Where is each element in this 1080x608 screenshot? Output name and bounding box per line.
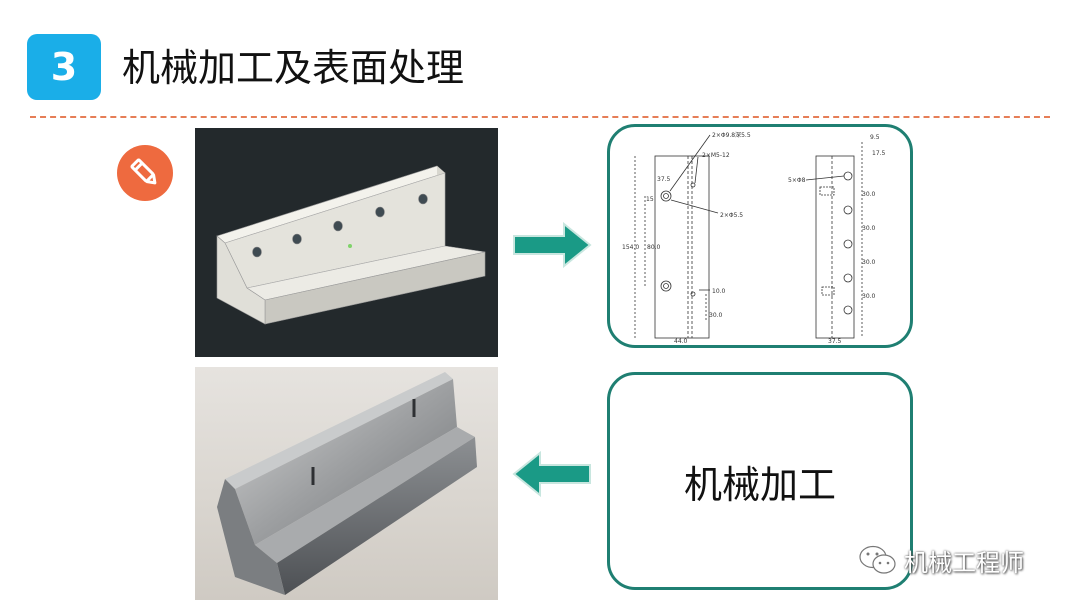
machined-part-render xyxy=(217,372,477,595)
page-title: 机械加工及表面处理 xyxy=(122,46,465,90)
dim-80: 80.0 xyxy=(647,244,661,251)
dim-37-5-side: 37.5 xyxy=(828,338,842,345)
title-divider xyxy=(30,116,1050,118)
engineering-drawing-panel: 2×Φ9.8深5.5 2×M5-12 2×Φ5.5 5×Φ8 37.5 15 1… xyxy=(607,124,913,348)
cad-model-image xyxy=(195,128,498,357)
arrow-right-icon xyxy=(513,222,592,268)
machined-part-photo xyxy=(195,367,498,600)
dim-44: 44.0 xyxy=(674,338,688,345)
dim-9-5: 9.5 xyxy=(870,134,880,141)
arrow-left-icon xyxy=(512,451,591,497)
watermark-text: 机械工程师 xyxy=(904,548,1024,577)
wechat-icon xyxy=(859,545,896,574)
cad-model-render xyxy=(216,165,486,325)
dim-30-a: 30.0 xyxy=(862,191,876,198)
dim-15: 15 xyxy=(646,196,654,203)
dim-30-c: 30.0 xyxy=(862,259,876,266)
dim-through-hole: 2×Φ5.5 xyxy=(720,212,743,219)
pencil-icon xyxy=(130,158,157,185)
process-label: 机械加工 xyxy=(683,462,836,507)
dim-30-front: 30.0 xyxy=(709,312,723,319)
engineering-drawing: 2×Φ9.8深5.5 2×M5-12 2×Φ5.5 5×Φ8 37.5 15 1… xyxy=(622,131,886,345)
dim-thread: 2×M5-12 xyxy=(702,152,730,159)
dim-10: 10.0 xyxy=(712,288,726,295)
dim-counterbore: 2×Φ9.8深5.5 xyxy=(712,131,751,139)
section-number: 3 xyxy=(50,45,78,89)
dim-30-d: 30.0 xyxy=(862,293,876,300)
section-number-badge: 3 xyxy=(27,34,101,100)
watermark: 机械工程师 xyxy=(858,543,1024,577)
pencil-badge xyxy=(117,145,173,201)
dim-37-5: 37.5 xyxy=(657,176,671,183)
dim-17-5: 17.5 xyxy=(872,150,886,157)
dim-154: 154.0 xyxy=(622,244,639,251)
dim-side-holes: 5×Φ8 xyxy=(788,177,806,184)
dim-30-b: 30.0 xyxy=(862,225,876,232)
